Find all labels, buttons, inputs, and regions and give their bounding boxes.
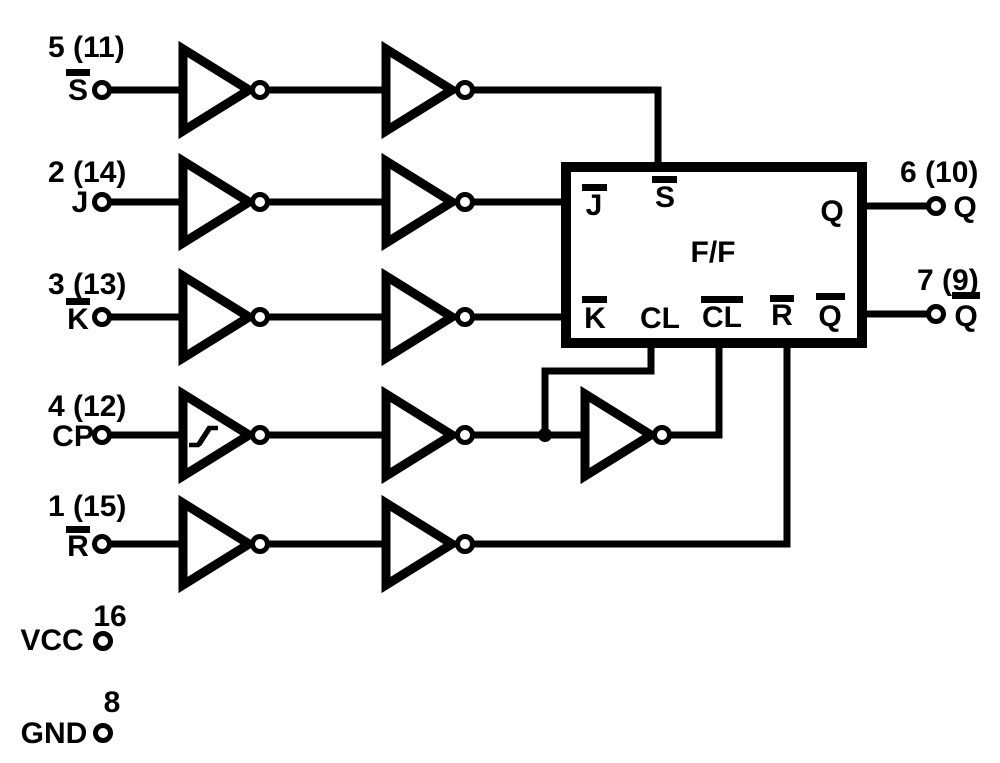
inverter-sbar-1-bubble-icon — [250, 80, 270, 100]
pin-number-cp: 4 (12) — [48, 390, 126, 423]
terminal-j-icon — [92, 192, 112, 212]
inverter-cp-schmitt — [178, 385, 258, 485]
output-label-q: Q — [953, 191, 976, 224]
inverter-rbar-2-bubble-icon — [455, 534, 475, 554]
output-pins: 6 (10) Q 7 (9) Q — [900, 156, 980, 333]
ff-port-q-label: Q — [820, 195, 843, 228]
inverter-rbar-2 — [381, 494, 461, 594]
ff-port-k-label: K — [584, 302, 606, 335]
input-label-sbar: S — [68, 74, 88, 107]
inverter-kbar-1-bubble-icon — [250, 307, 270, 327]
ff-port-clbar-label: CL — [702, 301, 742, 334]
inverter-cp-3-bubble-icon — [652, 425, 672, 445]
ff-port-j-label: J — [586, 189, 603, 222]
terminal-kbar-icon — [92, 307, 112, 327]
inverter-rbar-1-bubble-icon — [250, 534, 270, 554]
output-label-qbar: Q — [954, 300, 977, 333]
pin-number-gnd: 8 — [104, 686, 121, 719]
inverter-cp-2-bubble-icon — [455, 425, 475, 445]
power-label-gnd: GND — [21, 717, 88, 750]
wire-cl-branch — [541, 346, 655, 435]
input-label-kbar: K — [67, 303, 89, 336]
wire-clbar-branch — [662, 346, 723, 439]
buffer-inverters — [178, 40, 672, 594]
inverter-cp-schmitt-bubble-icon — [250, 425, 270, 445]
input-pins: 5 (11) S 2 (14) J 3 (13) K 4 (12) CP 1 (… — [48, 31, 126, 563]
wire-sbar-to-ff — [110, 86, 662, 172]
input-label-j: J — [72, 186, 89, 219]
pin-number-rbar: 1 (15) — [48, 490, 126, 523]
rbar-overline — [66, 526, 90, 533]
terminal-sbar-icon — [92, 80, 112, 100]
power-label-vcc: VCC — [20, 624, 83, 657]
inverter-j-2-bubble-icon — [455, 192, 475, 212]
pin-number-j: 2 (14) — [48, 156, 126, 189]
flipflop-block: J S Q F/F K CL CL R Q — [561, 162, 928, 348]
input-label-cp: CP — [52, 420, 94, 453]
wire-rbar-to-ff — [110, 346, 791, 548]
input-label-rbar: R — [67, 530, 89, 563]
terminal-gnd-icon — [93, 723, 113, 743]
inverter-sbar-2 — [381, 40, 461, 140]
ff-port-s-label: S — [655, 181, 675, 214]
terminal-cp-icon — [92, 425, 112, 445]
junction-dot-cp — [538, 428, 552, 442]
pin-number-qbar: 7 (9) — [917, 264, 979, 297]
qbar-overline — [952, 292, 980, 299]
kbar-overline — [66, 298, 90, 305]
ff-port-j-overline — [582, 184, 607, 191]
pin-number-vcc: 16 — [93, 600, 126, 633]
flipflop-box — [561, 162, 867, 348]
inverter-kbar-1 — [178, 267, 258, 367]
pin-number-sbar: 5 (11) — [48, 31, 125, 64]
inverter-j-1-bubble-icon — [250, 192, 270, 212]
inverter-kbar-2 — [381, 267, 461, 367]
ff-port-qbar-overline — [816, 293, 845, 300]
inverter-cp-2 — [381, 385, 461, 485]
terminal-qbar-icon — [926, 304, 946, 324]
inverter-rbar-1 — [178, 494, 258, 594]
ff-port-r-label: R — [771, 299, 793, 332]
terminal-vcc-icon — [93, 631, 113, 651]
inverter-cp-3 — [580, 385, 660, 485]
pin-number-q: 6 (10) — [900, 156, 978, 189]
terminal-q-icon — [926, 196, 946, 216]
power-pins: 16 VCC 8 GND — [20, 600, 126, 750]
inverter-sbar-1 — [178, 40, 258, 140]
inverter-sbar-2-bubble-icon — [455, 80, 475, 100]
ff-block-label: F/F — [691, 236, 736, 269]
ff-port-cl-label: CL — [640, 302, 680, 335]
inverter-kbar-2-bubble-icon — [455, 307, 475, 327]
ff-port-s-overline — [652, 176, 677, 183]
pin-number-kbar: 3 (13) — [48, 268, 126, 301]
inverter-j-2 — [381, 152, 461, 252]
terminal-rbar-icon — [92, 534, 112, 554]
ff-port-qbar-label: Q — [818, 300, 841, 333]
ff-port-clbar-overline — [701, 296, 743, 303]
ff-port-r-overline — [770, 295, 794, 302]
sbar-overline — [66, 69, 90, 76]
schmitt-hysteresis-icon-2 — [197, 426, 212, 447]
inverter-j-1 — [178, 152, 258, 252]
ff-port-k-overline — [582, 296, 607, 303]
